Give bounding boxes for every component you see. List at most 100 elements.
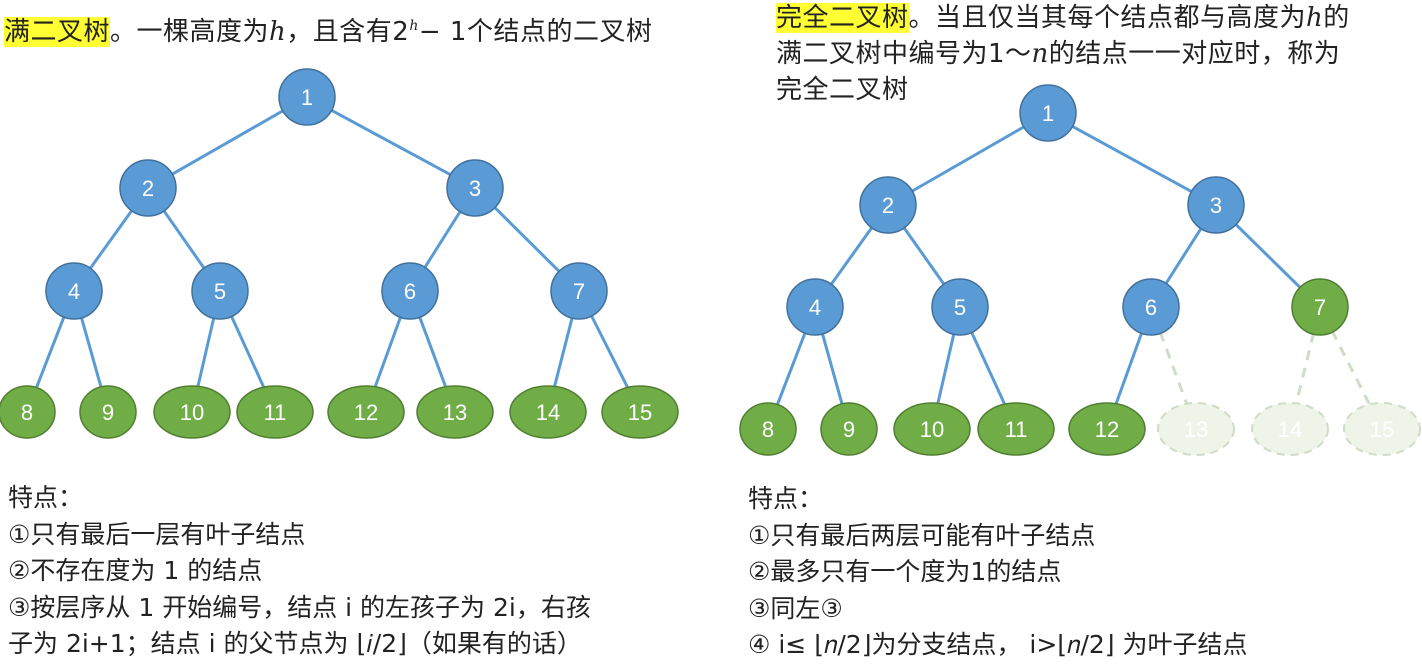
right-title-var-h: h [1306, 3, 1324, 33]
right-node-2-shape [859, 176, 917, 234]
left-node-4-shape [45, 262, 103, 320]
right-node-10-shape [893, 402, 971, 456]
left-node-14-shape [509, 385, 587, 439]
right-node-14: 14 [1251, 402, 1329, 456]
left-edge-1-2 [170, 108, 285, 177]
right-node-13-label: 13 [1184, 417, 1208, 442]
right-title-part2: 的 [1323, 3, 1350, 33]
right-node-10-label: 10 [920, 417, 944, 442]
left-node-13-label: 13 [443, 400, 467, 425]
left-node-6-shape [381, 262, 439, 320]
left-node-7-label: 7 [573, 279, 585, 304]
left-node-4: 4 [45, 262, 103, 320]
left-node-13-shape [416, 385, 494, 439]
left-node-14: 14 [509, 385, 587, 439]
right-edge-7-15 [1330, 330, 1373, 408]
left-title-part3: − 1个结点的二叉树 [418, 17, 653, 47]
right-node-12-label: 12 [1095, 417, 1119, 442]
left-title: 满二叉树。一棵高度为h，且含有2h− 1个结点的二叉树 [4, 8, 652, 50]
left-tree-edges [34, 108, 631, 391]
right-node-3-label: 3 [1210, 193, 1222, 218]
left-node-3: 3 [446, 159, 504, 217]
right-node-3: 3 [1187, 176, 1245, 234]
left-title-part1: 。一棵高度为 [110, 17, 270, 47]
right-edge-2-5 [902, 225, 946, 287]
left-node-3-shape [446, 159, 504, 217]
right-node-9: 9 [820, 402, 878, 456]
right-node-6: 6 [1122, 278, 1180, 336]
left-node-7-shape [550, 262, 608, 320]
left-edge-3-7 [492, 205, 562, 274]
left-features: 特点： ①只有最后一层有叶子结点 ②不存在度为 1 的结点 ③按层序从 1 开始… [8, 480, 591, 663]
left-edge-7-15 [589, 314, 631, 391]
right-tree-edges [775, 124, 1373, 408]
left-node-2-label: 2 [142, 176, 154, 201]
left-edge-2-4 [88, 208, 134, 271]
right-node-9-label: 9 [843, 417, 855, 442]
right-edge-6-12 [1113, 331, 1144, 407]
right-title-part1: 。当且仅当其每个结点都与高度为 [908, 3, 1307, 33]
right-node-1-label: 1 [1042, 101, 1054, 126]
right-node-9-shape [820, 402, 878, 456]
left-node-9: 9 [79, 385, 137, 439]
right-edge-3-7 [1233, 222, 1303, 290]
right-node-4: 4 [786, 278, 844, 336]
right-node-8-shape [739, 402, 797, 456]
left-title-highlight: 满二叉树 [4, 17, 111, 47]
left-node-10-label: 10 [180, 400, 204, 425]
left-node-12-shape [327, 385, 405, 439]
right-edge-5-10 [936, 332, 956, 406]
right-feature-3: ③同左③ [748, 593, 843, 623]
left-feature-3-cont: 子为 2i+1；结点 i 的父节点为 ⌊𝑖/2⌋（如果有的话） [8, 629, 582, 658]
right-node-12: 12 [1068, 402, 1146, 456]
right-edge-4-8 [775, 331, 807, 407]
right-node-13-shape [1157, 402, 1235, 456]
right-feature-heading: 特点： [748, 484, 824, 513]
right-feature-2: ②最多只有一个度为1的结点 [748, 557, 1062, 586]
left-node-8-label: 8 [21, 400, 33, 425]
right-node-5-label: 5 [954, 295, 966, 320]
right-node-15: 15 [1343, 402, 1421, 456]
left-node-5: 5 [191, 262, 249, 320]
right-node-4-label: 4 [809, 295, 821, 320]
right-node-1: 1 [1019, 84, 1077, 142]
right-node-7: 7 [1291, 278, 1349, 336]
left-node-12-label: 12 [354, 400, 378, 425]
right-node-2-label: 2 [882, 193, 894, 218]
left-node-5-label: 5 [214, 279, 226, 304]
right-edge-7-14 [1294, 332, 1316, 406]
right-feature-1: ①只有最后两层可能有叶子结点 [748, 520, 1096, 550]
left-edge-1-3 [329, 108, 453, 177]
right-edge-5-11 [969, 330, 1008, 408]
left-title-part2: ，且含有2 [286, 17, 410, 47]
right-title-line2-b: 的结点一一对应时，称为 [1048, 39, 1341, 69]
left-edge-5-11 [229, 314, 267, 391]
right-edge-2-4 [829, 225, 874, 287]
left-node-5-shape [191, 262, 249, 320]
right-node-14-shape [1251, 402, 1329, 456]
right-node-13: 13 [1157, 402, 1235, 456]
right-node-14-label: 14 [1278, 417, 1302, 442]
right-node-8: 8 [739, 402, 797, 456]
right-node-11: 11 [977, 402, 1055, 456]
left-title-sup-h: h [409, 18, 419, 34]
left-edge-3-6 [422, 209, 463, 270]
left-feature-3: ③按层序从 1 开始编号，结点 i 的左孩子为 2i，右孩 [8, 592, 591, 622]
right-node-6-label: 6 [1145, 295, 1157, 320]
left-node-1-shape [278, 68, 336, 126]
right-node-6-shape [1122, 278, 1180, 336]
right-node-1-shape [1019, 84, 1077, 142]
right-edge-1-3 [1070, 124, 1194, 194]
right-node-2: 2 [859, 176, 917, 234]
left-node-15: 15 [601, 385, 679, 439]
left-node-15-label: 15 [628, 400, 652, 425]
left-node-6: 6 [381, 262, 439, 320]
left-node-10-shape [153, 385, 231, 439]
right-title-line2-a: 满二叉树中编号为1～ [776, 39, 1032, 69]
left-edge-4-9 [79, 316, 103, 389]
left-node-11-label: 11 [264, 400, 287, 425]
